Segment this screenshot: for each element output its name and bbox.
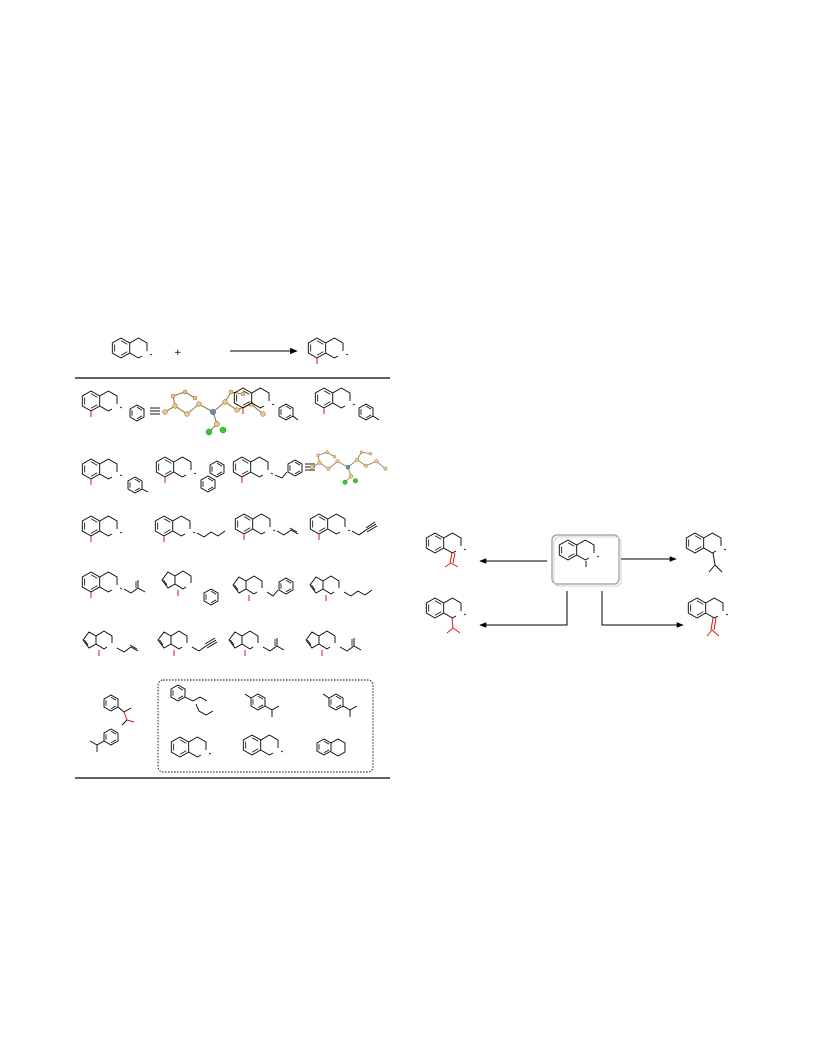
substrate-row-4 xyxy=(81,570,373,606)
starting-amine-structure xyxy=(111,337,153,359)
product-structure xyxy=(81,515,123,542)
product-structure xyxy=(234,513,299,540)
arrow-to-bottom-right xyxy=(601,591,684,628)
product-structure xyxy=(305,630,362,656)
derivatization-scheme xyxy=(425,532,729,637)
unreactive-substrate xyxy=(242,734,284,756)
central-product-structure xyxy=(558,539,600,567)
product-structure xyxy=(82,630,139,656)
product-structure xyxy=(81,390,145,422)
substrate-row-5 xyxy=(82,630,362,656)
unreactive-substrate xyxy=(244,693,280,717)
product-structure xyxy=(314,387,380,421)
product-structure xyxy=(307,337,349,364)
unreactive-substrate xyxy=(170,736,212,758)
unreactive-substrates-box xyxy=(157,679,374,773)
product-structure xyxy=(309,513,378,540)
crystal-structure-image xyxy=(309,450,388,485)
product-structure xyxy=(89,694,135,752)
substrate-row-3 xyxy=(81,513,378,542)
product-structure xyxy=(228,630,285,656)
derivative-bottom-right xyxy=(687,597,729,637)
derivative-bottom-left xyxy=(425,597,467,634)
arrow-to-bottom-left xyxy=(479,591,568,628)
product-structure xyxy=(161,570,219,606)
equivalence-sign xyxy=(150,407,160,415)
plus-sign: + xyxy=(174,348,182,358)
derivative-top-left xyxy=(425,532,467,568)
product-structure xyxy=(155,456,225,493)
product-structure xyxy=(232,575,294,601)
unreactive-substrate xyxy=(170,684,214,716)
header-reaction: + xyxy=(111,337,349,364)
derivative-top-right xyxy=(685,532,727,573)
substrate-row-2 xyxy=(81,450,388,494)
product-structure xyxy=(81,571,146,598)
product-structure xyxy=(157,630,218,656)
unreactive-substrate xyxy=(316,738,346,757)
substrate-row-6 xyxy=(89,679,374,773)
crystal-structure-image xyxy=(162,389,266,436)
product-structure xyxy=(154,515,226,542)
product-structure xyxy=(309,575,373,601)
product-structure xyxy=(232,456,303,483)
product-structure xyxy=(233,387,299,421)
product-structure xyxy=(81,458,149,494)
unreactive-substrate xyxy=(322,693,358,717)
substrate-row-1 xyxy=(81,387,380,436)
